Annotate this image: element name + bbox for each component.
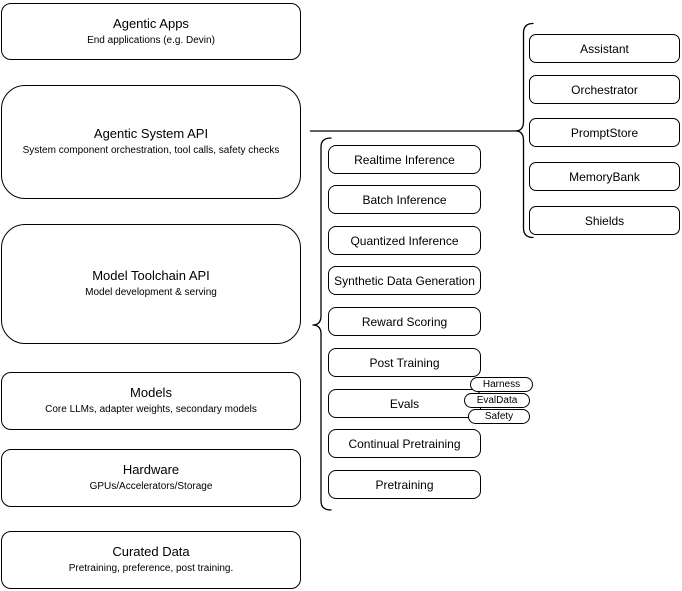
toolchain-item-batch-inference: Batch Inference [328,185,481,214]
component-label: PromptStore [570,125,639,140]
node-title: Curated Data [112,544,190,560]
node-hardware: Hardware GPUs/Accelerators/Storage [1,449,301,507]
evals-tag-label: EvalData [476,395,518,406]
evals-tag-label: Safety [484,411,514,422]
component-label: Orchestrator [571,82,638,97]
toolchain-item-label: Batch Inference [362,192,447,207]
node-curated-data: Curated Data Pretraining, preference, po… [1,531,301,589]
node-title: Hardware [122,462,180,478]
evals-tag-evaldata: EvalData [464,393,530,408]
node-agentic-apps: Agentic Apps End applications (e.g. Devi… [1,3,301,60]
toolchain-item-label: Quantized Inference [350,233,459,248]
toolchain-item-realtime-inference: Realtime Inference [328,145,481,174]
node-subtitle: System component orchestration, tool cal… [22,145,280,157]
toolchain-item-quantized-inference: Quantized Inference [328,226,481,255]
node-title: Agentic System API [93,126,209,142]
toolchain-item-pretraining: Pretraining [328,470,481,499]
node-models: Models Core LLMs, adapter weights, secon… [1,372,301,430]
component-label: Shields [584,213,625,228]
toolchain-item-continual-pretraining: Continual Pretraining [328,429,481,458]
node-subtitle: Core LLMs, adapter weights, secondary mo… [45,404,257,416]
node-subtitle: Model development & serving [85,287,217,299]
node-title: Model Toolchain API [92,268,210,284]
node-subtitle: GPUs/Accelerators/Storage [89,481,213,493]
toolchain-item-synthetic-data-generation: Synthetic Data Generation [328,266,481,295]
node-title: Models [130,385,172,401]
component-orchestrator: Orchestrator [529,75,680,104]
toolchain-item-label: Realtime Inference [354,152,455,167]
component-promptstore: PromptStore [529,118,680,147]
evals-tag-harness: Harness [470,377,533,392]
toolchain-item-label: Pretraining [375,477,434,492]
component-label: Assistant [580,41,629,56]
evals-tag-label: Harness [482,379,521,390]
toolchain-item-reward-scoring: Reward Scoring [328,307,481,336]
toolchain-item-evals: Evals [328,389,481,418]
toolchain-item-label: Evals [389,396,420,411]
node-subtitle: Pretraining, preference, post training. [68,563,234,575]
component-label: MemoryBank [569,169,640,184]
toolchain-item-label: Synthetic Data Generation [334,273,475,288]
component-assistant: Assistant [529,34,680,63]
component-shields: Shields [529,206,680,235]
toolchain-item-post-training: Post Training [328,348,481,377]
node-model-toolchain-api: Model Toolchain API Model development & … [1,224,301,344]
component-memorybank: MemoryBank [529,162,680,191]
toolchain-item-label: Reward Scoring [361,314,448,329]
evals-tag-safety: Safety [468,409,530,424]
node-title: Agentic Apps [113,15,189,31]
toolchain-item-label: Continual Pretraining [348,436,461,451]
toolchain-item-label: Post Training [369,355,440,370]
node-agentic-system-api: Agentic System API System component orch… [1,85,301,199]
node-subtitle: End applications (e.g. Devin) [87,34,215,46]
